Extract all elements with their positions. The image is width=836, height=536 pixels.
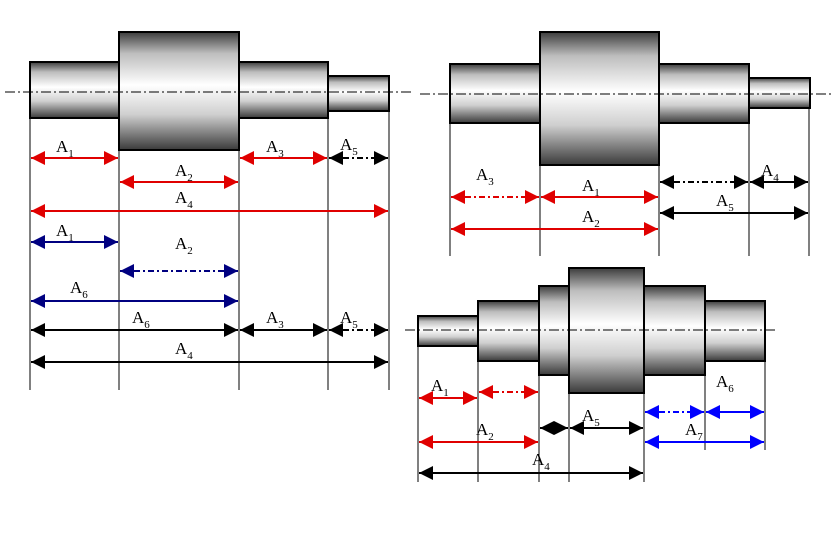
label-a6: A6 [70,278,88,301]
label-a1: A1 [431,376,449,399]
label-a5: A5 [340,135,358,158]
shaft-1-dimensions [31,151,388,369]
label-a2: A2 [476,420,494,443]
label-a2: A2 [175,234,193,257]
label-a4: A4 [175,339,193,362]
label-a6: A6 [716,372,734,395]
shaft-2-dimensions [451,175,808,236]
label-a1: A1 [56,137,74,160]
label-a5: A5 [716,191,734,214]
label-a6: A6 [132,308,150,331]
label-a4: A4 [175,188,193,211]
label-a2: A2 [582,207,600,230]
label-a4: A4 [532,450,550,473]
shaft-2-extension-lines [449,108,810,256]
shaft-3-dimensions [419,385,764,480]
label-a1: A1 [56,221,74,244]
label-a4: A4 [761,161,779,184]
shaft-1-labels: A1 A2 A3 A5 A4 A1 A2 A6 A6 A3 A5 A4 [56,135,358,362]
shaft-2-labels: A3 A1 A4 A5 A2 [476,161,779,230]
label-a3: A3 [266,137,284,160]
label-a2: A2 [175,161,193,184]
label-a3: A3 [476,165,494,188]
label-a5: A5 [340,308,358,331]
shaft-1 [5,31,412,151]
shaft-3-labels: A1 A6 A5 A2 A7 A4 [431,372,734,473]
label-a7: A7 [685,420,703,443]
label-a3: A3 [266,308,284,331]
label-a5: A5 [582,406,600,429]
shaft-2 [420,31,832,166]
shaft-1-extension-lines [29,111,390,390]
shaft-3 [405,267,778,394]
label-a1: A1 [582,176,600,199]
shaft-3-extension-lines [417,346,766,482]
